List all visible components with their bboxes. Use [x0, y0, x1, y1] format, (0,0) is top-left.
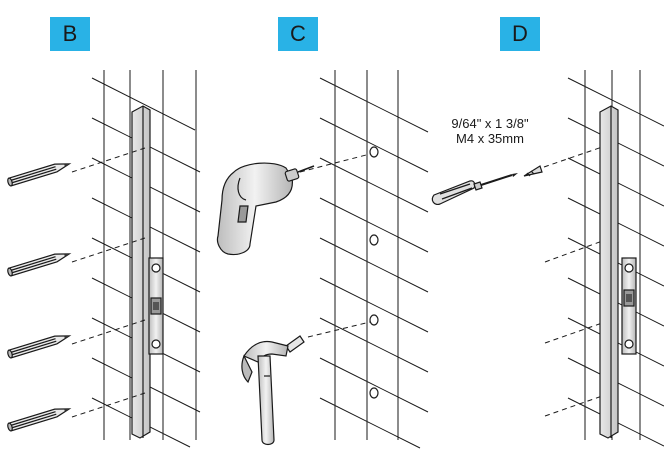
panel-c-grid: [319, 70, 429, 449]
wall-plug-icon: [285, 335, 305, 353]
plug-guide: [307, 321, 371, 338]
step-label-c: C: [278, 17, 318, 51]
pencil-icon: [7, 163, 72, 187]
screwdriver-icon: [431, 173, 518, 205]
screw-spec-imperial: 9/64" x 1 3/8": [451, 116, 529, 131]
hinge-rail-icon: [599, 105, 637, 439]
drill-guide: [299, 153, 371, 173]
pencil-icon: [7, 408, 72, 432]
hinge-rail-icon: [131, 105, 164, 439]
pencil-marks: [71, 147, 146, 418]
drilled-holes: [369, 146, 379, 399]
step-label-b: B: [50, 17, 90, 51]
pencil-icon: [7, 253, 72, 277]
hammer-icon: [241, 340, 289, 446]
step-label-d: D: [500, 17, 540, 51]
screw-guides: [543, 145, 606, 417]
screw-icon: [523, 165, 543, 177]
pencil-icon: [7, 335, 72, 359]
screw-spec-metric: M4 x 35mm: [456, 131, 524, 146]
drill-icon: [216, 162, 315, 256]
